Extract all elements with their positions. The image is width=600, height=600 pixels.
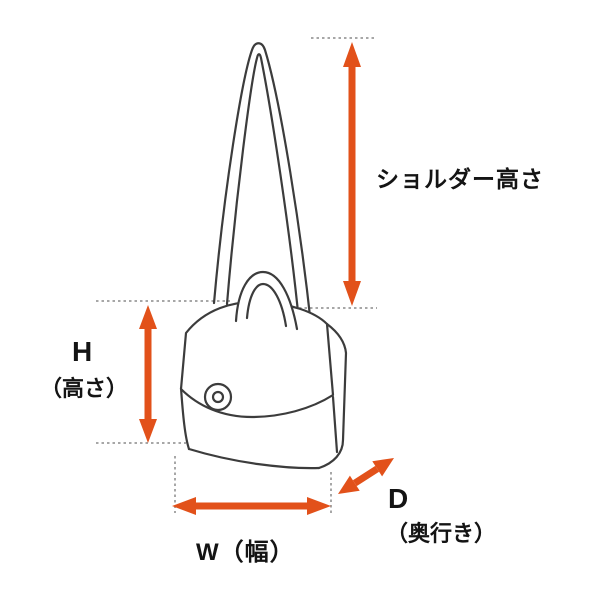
height-arrow	[139, 305, 157, 443]
clasp-inner-circle	[211, 390, 225, 404]
arrow-head-down	[343, 281, 361, 306]
arrow-head-left	[172, 497, 196, 515]
height-label-paren: （高さ）	[40, 376, 129, 401]
depth-label-letter: D	[388, 483, 409, 514]
strap-outline	[212, 42, 313, 327]
bag-body-left-edge	[179, 386, 191, 451]
shoulder-height-arrow	[343, 42, 361, 306]
bag-body-right-edge	[331, 395, 339, 454]
arrow-head-down	[139, 419, 157, 443]
arrow-shaft	[144, 325, 152, 419]
arrow-head-right	[307, 497, 331, 515]
arrow-head-lower-left	[338, 475, 360, 494]
height-label-letter: H	[72, 336, 93, 367]
bag-handle-inner	[245, 282, 288, 328]
arrow-head-upper-right	[372, 458, 394, 477]
bag-body-bottom-edge	[187, 447, 321, 470]
bag-illustration	[179, 42, 348, 470]
dimension-arrows	[139, 42, 394, 515]
bag-side-gusset	[317, 322, 348, 470]
arrow-head-up	[343, 42, 361, 67]
width-label: W（幅）	[196, 539, 295, 566]
arrow-shaft	[192, 502, 310, 510]
shoulder-height-label: ショルダー高さ	[376, 166, 544, 192]
strap-inner-line	[225, 53, 301, 324]
reference-lines	[96, 37, 377, 513]
clasp-outer-circle	[203, 382, 233, 412]
bag-handle-outer	[234, 270, 299, 331]
depth-arrow	[338, 458, 394, 494]
arrow-shaft	[352, 465, 380, 487]
depth-label-paren: （奥行き）	[386, 521, 497, 546]
arrow-shaft	[348, 63, 356, 285]
arrow-head-up	[139, 305, 157, 329]
width-arrow	[172, 497, 331, 515]
